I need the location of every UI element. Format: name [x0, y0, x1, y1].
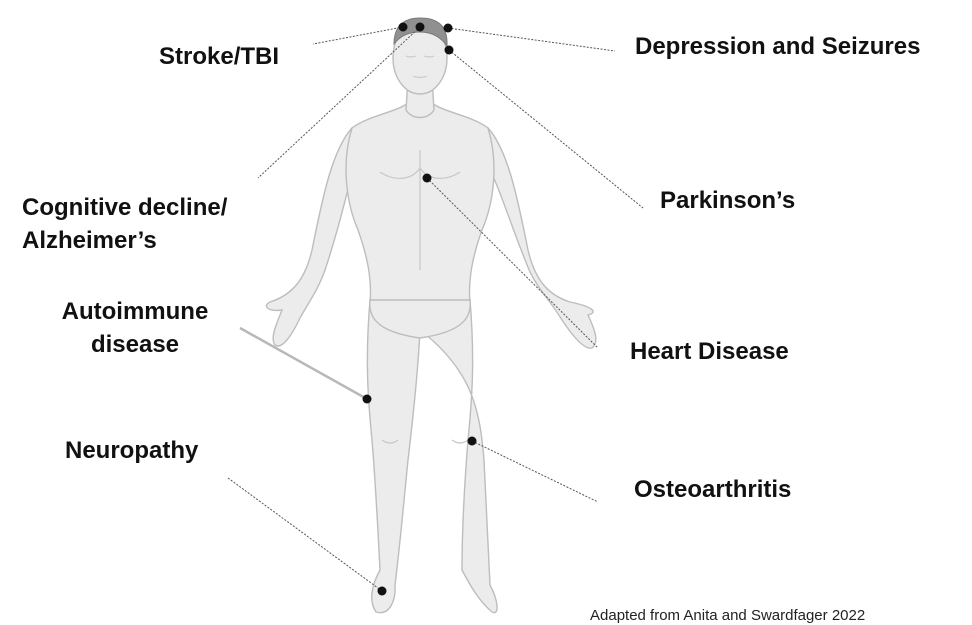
label-cognitive-line2: Alzheimer’s — [22, 224, 157, 258]
marker-neuropathy — [378, 587, 387, 596]
marker-cognitive — [416, 23, 425, 32]
left-leg — [367, 300, 420, 613]
label-autoimmune-line2: disease — [52, 328, 218, 362]
label-autoimmune-line1: Autoimmune — [52, 295, 218, 329]
marker-parkinsons — [445, 46, 454, 55]
marker-stroke — [399, 23, 408, 32]
marker-heart — [423, 174, 432, 183]
marker-osteoarthritis — [468, 437, 477, 446]
right-leg — [420, 300, 497, 613]
right-arm — [480, 128, 596, 348]
leader-osteoarthritis — [472, 441, 598, 502]
leader-autoimmune — [240, 328, 367, 399]
leader-stroke — [313, 27, 403, 44]
label-stroke: Stroke/TBI — [159, 40, 279, 74]
label-osteoarthritis: Osteoarthritis — [634, 473, 791, 507]
marker-autoimmune — [363, 395, 372, 404]
label-parkinsons: Parkinson’s — [660, 184, 795, 218]
label-cognitive-line1: Cognitive decline/ — [22, 191, 227, 225]
leader-neuropathy — [228, 478, 382, 591]
label-depression: Depression and Seizures — [635, 30, 920, 64]
label-heart: Heart Disease — [630, 335, 789, 369]
marker-depression — [444, 24, 453, 33]
left-arm — [266, 128, 358, 346]
leader-depression — [448, 28, 615, 51]
credit-text: Adapted from Anita and Swardfager 2022 — [590, 607, 865, 624]
label-neuropathy: Neuropathy — [65, 434, 198, 468]
